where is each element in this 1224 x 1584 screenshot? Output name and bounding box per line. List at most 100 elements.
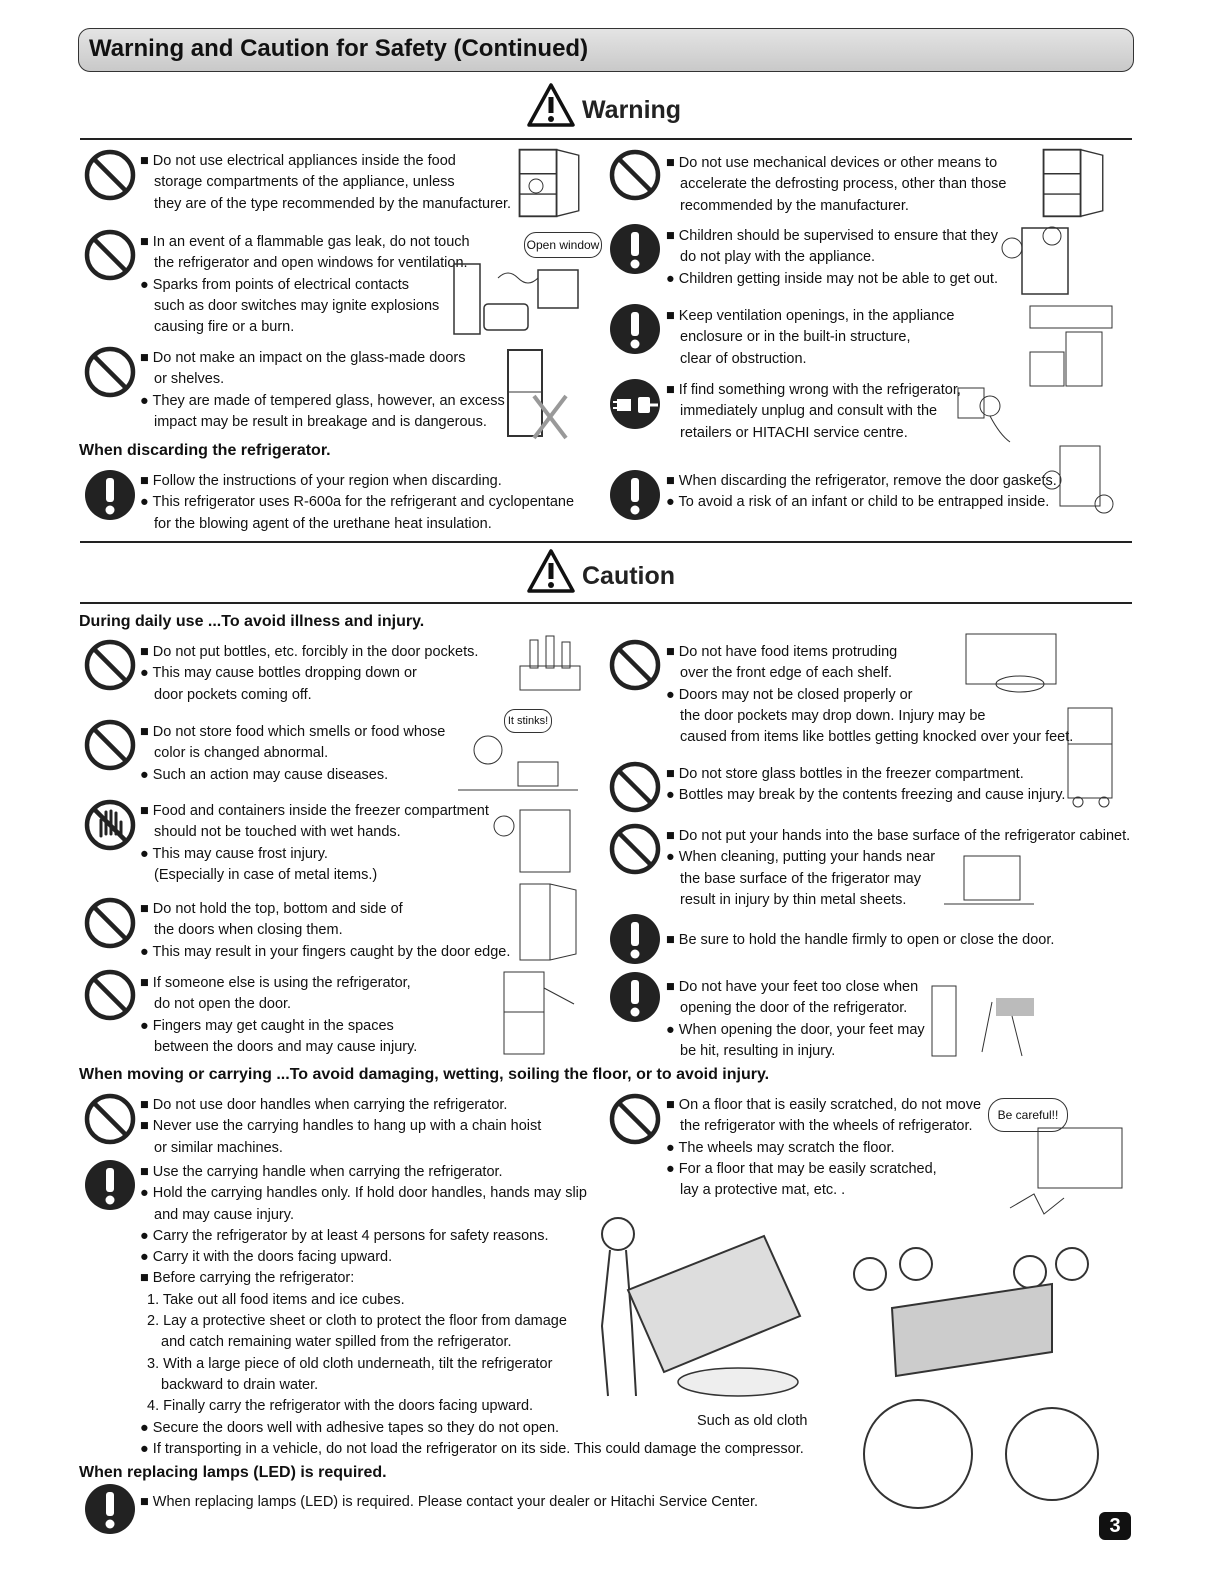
door-gasket-illustration — [1042, 445, 1114, 514]
exclamation-icon — [608, 970, 662, 1024]
text-line: 3. With a large piece of old cloth under… — [147, 1355, 553, 1372]
fridge-bottle-illustration — [1067, 707, 1113, 808]
text-line: ● When cleaning, putting your hands near — [666, 849, 936, 866]
text-line: the refrigerator with the wheels of refr… — [680, 1118, 973, 1135]
text-line: ■ On a floor that is easily scratched, d… — [666, 1097, 982, 1113]
unplug-icon — [608, 377, 662, 431]
bad-food-illustration — [458, 735, 578, 791]
caution-item-4: ■ Do not hold the top, bottom and side o… — [140, 899, 510, 963]
text-line: ● Children getting inside may not be abl… — [666, 270, 998, 287]
caution-item-3: ■ Food and containers inside the freezer… — [140, 801, 489, 886]
text-line: ■ Be sure to hold the handle firmly to o… — [666, 932, 1055, 948]
text-line: ■ Do not store glass bottles in the free… — [666, 766, 1024, 782]
text-line: clear of obstruction. — [680, 350, 807, 367]
warning-item-3: ■ Do not make an impact on the glass-mad… — [140, 348, 505, 433]
text-line: ■ Keep ventilation openings, in the appl… — [666, 308, 955, 324]
prohibition-icon — [83, 345, 137, 399]
text-line: ■ If someone else is using the refrigera… — [140, 975, 411, 991]
exclamation-icon — [83, 468, 137, 522]
prohibition-icon — [83, 718, 137, 772]
prohibition-icon — [608, 638, 662, 692]
text-line: ■ Children should be supervised to ensur… — [666, 228, 998, 244]
text-line: color is changed abnormal. — [154, 745, 329, 762]
text-line: ● Hold the carrying handles only. If hol… — [140, 1185, 587, 1202]
moving-item-1: ■ Do not use door handles when carrying … — [140, 1095, 541, 1159]
text-line: and may cause injury. — [154, 1206, 294, 1223]
warning-item-1: ■ Do not use electrical appliances insid… — [140, 151, 511, 215]
caution-title: Caution — [582, 562, 676, 590]
text-line: ● Carry the refrigerator by at least 4 p… — [140, 1227, 549, 1244]
text-line: and catch remaining water spilled from t… — [161, 1334, 512, 1351]
text-line: caused from items like bottles getting k… — [680, 729, 1074, 746]
text-line: ■ When replacing lamps (LED) is required… — [140, 1494, 759, 1510]
text-line: ■ Do not have your feet too close when — [666, 979, 919, 995]
discard-item-1: ■ Follow the instructions of your region… — [140, 471, 574, 535]
text-line: ■ Do not make an impact on the glass-mad… — [140, 350, 466, 366]
unplug-illustration — [957, 387, 1011, 443]
exclamation-icon — [608, 302, 662, 356]
lamps-item-1: ■ When replacing lamps (LED) is required… — [140, 1492, 758, 1513]
text-line: ■ Do not put bottles, etc. forcibly in t… — [140, 644, 479, 660]
text-line: the doors when closing them. — [154, 922, 343, 939]
text-line: ■ Do not use door handles when carrying … — [140, 1097, 508, 1113]
moving-heading: When moving or carrying ...To avoid dama… — [79, 1066, 770, 1083]
caution-item-1: ■ Do not put bottles, etc. forcibly in t… — [140, 642, 478, 706]
text-line: or similar machines. — [154, 1139, 283, 1156]
speech-bubble: It stinks! — [504, 709, 552, 733]
text-line: backward to drain water. — [161, 1376, 319, 1393]
text-line: ● When opening the door, your feet may — [666, 1021, 925, 1038]
text-line: ■ Do not have food items protruding — [666, 644, 898, 660]
warning-triangle-icon — [526, 82, 576, 128]
text-line: retailers or HITACHI service centre. — [680, 424, 908, 441]
text-line: the base surface of the frigerator may — [680, 870, 921, 887]
prohibition-icon — [83, 1092, 137, 1146]
text-line: ● If transporting in a vehicle, do not l… — [140, 1440, 804, 1457]
text-line: do not play with the appliance. — [680, 249, 876, 266]
text-line: 2. Lay a protective sheet or cloth to pr… — [147, 1313, 567, 1330]
text-line: (Especially in case of metal items.) — [154, 866, 378, 883]
text-line: ■ Follow the instructions of your region… — [140, 473, 502, 489]
text-line: ● Sparks from points of electrical conta… — [140, 276, 410, 293]
text-line: ■ Do not use mechanical devices or other… — [666, 155, 998, 171]
daily-heading: During daily use ...To avoid illness and… — [79, 613, 425, 630]
caution-item-2: ■ Do not store food which smells or food… — [140, 722, 445, 786]
page-number: 3 — [1099, 1512, 1131, 1540]
text-line: impact may be result in breakage and is … — [154, 413, 487, 430]
fridge-appliance-illustration — [510, 146, 592, 220]
text-line: ● Such an action may cause diseases. — [140, 766, 389, 783]
text-line: ● For a floor that may be easily scratch… — [666, 1160, 937, 1177]
freezer-illustration — [493, 809, 571, 873]
text-line: for the blowing agent of the urethane he… — [154, 515, 492, 532]
text-line: ● They are made of tempered glass, howev… — [140, 392, 505, 409]
text-line: ■ Use the carrying handle when carrying … — [140, 1164, 503, 1180]
text-line: ● Bottles may break by the contents free… — [666, 787, 1066, 804]
warning-item-7: ■ If find something wrong with the refri… — [666, 380, 961, 444]
prohibition-icon — [83, 228, 137, 282]
text-line: between the doors and may cause injury. — [154, 1038, 418, 1055]
text-line: ● The wheels may scratch the floor. — [666, 1139, 895, 1156]
text-line: ■ Do not put your hands into the base su… — [666, 828, 1131, 844]
text-line: they are of the type recommended by the … — [154, 195, 512, 212]
text-line: ● This may cause frost injury. — [140, 845, 328, 862]
caution-item-10: ■ Do not have your feet too close when o… — [666, 977, 925, 1062]
text-line: be hit, resulting in injury. — [680, 1042, 836, 1059]
no-wet-hands-icon — [83, 798, 137, 852]
door-pocket-illustration — [519, 635, 581, 691]
base-surface-illustration — [944, 855, 1034, 905]
prohibition-icon — [608, 148, 662, 202]
text-line: ● This may cause bottles dropping down o… — [140, 665, 417, 682]
text-line: ■ Before carrying the refrigerator: — [140, 1270, 355, 1287]
discard-item-2: ■ When discarding the refrigerator, remo… — [666, 471, 1057, 514]
text-line: ● This refrigerator uses R-600a for the … — [140, 494, 575, 511]
text-line: ● Doors may not be closed properly or — [666, 686, 913, 703]
text-line: ■ When discarding the refrigerator, remo… — [666, 473, 1057, 489]
warning-item-4: ■ Do not use mechanical devices or other… — [666, 153, 1006, 217]
prohibition-icon — [608, 760, 662, 814]
door-edge-illustration — [519, 883, 577, 961]
text-line: causing fire or a burn. — [154, 319, 295, 336]
warning-item-5: ■ Children should be supervised to ensur… — [666, 226, 998, 290]
warning-item-2: ■ In an event of a flammable gas leak, d… — [140, 232, 470, 338]
gas-leak-illustration — [453, 263, 579, 335]
moving-item-3: ■ On a floor that is easily scratched, d… — [666, 1095, 981, 1201]
prohibition-icon — [608, 822, 662, 876]
